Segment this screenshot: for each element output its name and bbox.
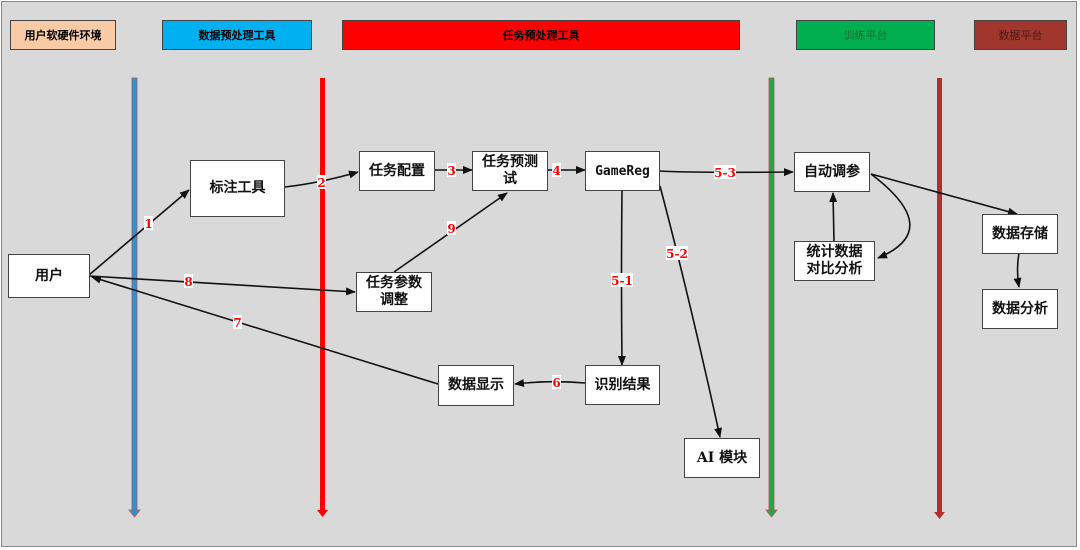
node-label: 统计数据 对比分析 xyxy=(806,244,863,277)
lane-label: 任务预处理工具 xyxy=(502,29,580,42)
node-label: GameReg xyxy=(595,163,650,179)
lane-header-data-platform: 数据平台 xyxy=(974,20,1067,50)
lane-line-data-prep xyxy=(128,77,141,518)
lane-header-data-prep: 数据预处理工具 xyxy=(162,20,312,50)
node-recog-result[interactable]: 识别结果 xyxy=(585,365,660,405)
node-label: 识别结果 xyxy=(594,376,651,393)
edge-label-6: 6 xyxy=(552,376,560,390)
node-ai-module[interactable]: AI 模块 xyxy=(684,438,760,478)
edge-1 xyxy=(88,189,190,276)
node-data-store[interactable]: 数据存储 xyxy=(982,214,1058,254)
edge-label-4: 4 xyxy=(552,164,560,178)
node-data-analysis[interactable]: 数据分析 xyxy=(982,289,1058,329)
node-auto-tune[interactable]: 自动调参 xyxy=(794,152,870,192)
edge-5-3 xyxy=(658,168,794,177)
lane-header-user-env: 用户软硬件环境 xyxy=(10,20,116,50)
lane-label: 数据平台 xyxy=(998,29,1043,42)
node-label: 任务预测 试 xyxy=(482,154,538,187)
node-label: 数据显示 xyxy=(448,377,504,393)
lane-label: 用户软硬件环境 xyxy=(24,29,102,42)
node-user[interactable]: 用户 xyxy=(8,254,90,298)
node-label: 标注工具 xyxy=(209,180,266,196)
edge-label-1: 1 xyxy=(144,217,152,231)
lane-line-data-platform xyxy=(934,78,945,519)
lane-line-task-prep xyxy=(317,78,328,517)
node-label: 任务配置 xyxy=(369,162,425,179)
node-label: 任务参数 调整 xyxy=(366,275,422,308)
edge-autotune-to-store xyxy=(870,173,1018,216)
node-data-display[interactable]: 数据显示 xyxy=(438,365,514,406)
node-label: AI 模块 xyxy=(696,449,748,466)
node-label: 数据分析 xyxy=(992,300,1048,317)
edge-5-2 xyxy=(659,185,722,438)
node-task-pretest[interactable]: 任务预测 试 xyxy=(472,151,548,191)
edge-label-5-3: 5-3 xyxy=(714,166,736,180)
lane-header-task-prep: 任务预处理工具 xyxy=(342,20,740,50)
edge-label-8: 8 xyxy=(184,275,192,289)
edge-label-5-2: 5-2 xyxy=(666,247,688,261)
node-task-config[interactable]: 任务配置 xyxy=(359,151,435,191)
edge-label-2: 2 xyxy=(317,176,325,190)
edge-label-9: 9 xyxy=(447,222,455,236)
edge-stats-to-autotune xyxy=(829,192,838,243)
edge-7 xyxy=(91,275,439,385)
edge-label-3: 3 xyxy=(447,164,455,178)
node-gamereg[interactable]: GameReg xyxy=(585,151,660,191)
node-label: 数据存储 xyxy=(992,225,1048,242)
node-param-adjust[interactable]: 任务参数 调整 xyxy=(356,272,432,312)
lane-label: 训练平台 xyxy=(843,29,888,42)
node-label: 自动调参 xyxy=(804,163,860,180)
edge-8 xyxy=(88,275,356,296)
edge-label-5-1: 5-1 xyxy=(611,274,633,288)
edge-6 xyxy=(514,379,586,387)
edge-autotune-to-stats xyxy=(870,173,911,259)
lane-header-train: 训练平台 xyxy=(796,20,935,50)
node-annotate-tool[interactable]: 标注工具 xyxy=(190,160,285,217)
lane-label: 数据预处理工具 xyxy=(198,29,276,42)
node-label: 用户 xyxy=(35,267,63,284)
lane-line-train xyxy=(765,77,778,518)
edge-label-7: 7 xyxy=(233,316,241,330)
edge-store-to-analysis xyxy=(1013,252,1022,288)
node-stats-compare[interactable]: 统计数据 对比分析 xyxy=(794,241,875,281)
